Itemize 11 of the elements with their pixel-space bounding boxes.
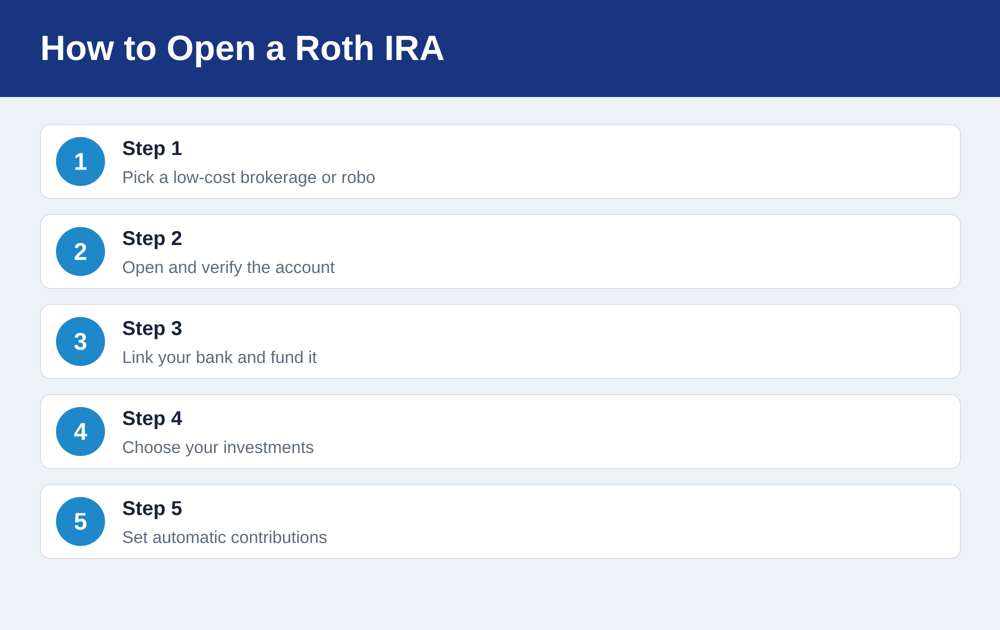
- title: How to Open a Roth IRA: [42, 34, 444, 68]
- step-heading: Step 2: [122, 231, 182, 250]
- step-heading: Step 4: [122, 411, 182, 430]
- step-heading: Step 1: [122, 141, 182, 160]
- step-description: Link your bank and fund it: [124, 350, 317, 367]
- step-description: Pick a low-cost brokerage or robo: [124, 170, 375, 187]
- step-description: Open and verify the account: [123, 260, 335, 277]
- step-heading: Step 3: [122, 321, 182, 340]
- step-description: Set automatic contributions: [122, 530, 327, 544]
- step-description: Choose your investments: [123, 440, 314, 457]
- step-heading: Step 5: [122, 501, 182, 520]
